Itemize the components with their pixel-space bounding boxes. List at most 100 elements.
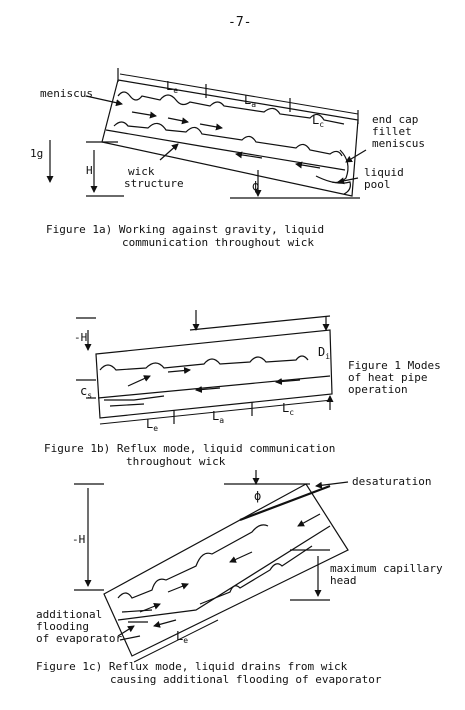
fig1b-side-title-line3: operation bbox=[348, 383, 408, 396]
fig1b-return-arrow bbox=[275, 378, 301, 385]
fig1a-end-cap-fillet bbox=[331, 149, 349, 184]
fig1c-flood-pointer bbox=[117, 625, 135, 637]
fig1b-flow-arrow bbox=[127, 375, 151, 387]
fig1c-desat-pointer bbox=[315, 481, 349, 489]
figure-1a bbox=[46, 68, 367, 199]
fig1c-le-l: L bbox=[176, 629, 183, 643]
fig1a-end-cap-line2: fillet bbox=[372, 125, 412, 138]
fig1a-return-arrow bbox=[295, 161, 321, 169]
fig1a-la-sub: a bbox=[251, 100, 256, 109]
fig1a-gravity-label: 1g bbox=[30, 147, 43, 160]
fig1a-wick-line1: wick bbox=[128, 165, 155, 178]
fig1c-text: ϕ desaturation -H maximum capillary head… bbox=[36, 475, 443, 686]
fig1c-length-dimension bbox=[133, 619, 219, 663]
fig1a-end-cap-line3: meniscus bbox=[372, 137, 425, 150]
fig1b-lc-l: L bbox=[282, 401, 289, 415]
fig1a-lc-label: Lc bbox=[312, 113, 324, 129]
fig1a-liquid-pool bbox=[315, 175, 351, 195]
fig1a-le-l: L bbox=[166, 79, 173, 93]
fig1b-c-sub: s bbox=[87, 391, 92, 400]
fig1a-phi-label: ϕ bbox=[252, 179, 259, 193]
fig1b-la-label: La bbox=[212, 409, 224, 425]
fig1c-desat-label: desaturation bbox=[352, 475, 431, 488]
fig1a-pipe-wall bbox=[101, 79, 359, 197]
fig1c-cap-line2: head bbox=[330, 574, 357, 587]
fig1b-interface bbox=[99, 355, 309, 371]
fig1b-pool bbox=[104, 395, 165, 407]
fig1a-meniscus-pointer bbox=[85, 95, 123, 107]
fig1c-pipe-wall bbox=[103, 483, 349, 657]
figure-1c bbox=[74, 470, 349, 663]
fig1c-desaturation-region bbox=[239, 484, 331, 522]
fig1b-c-c: c bbox=[80, 384, 87, 398]
fig1c-flow-arrow bbox=[139, 602, 161, 613]
fig1b-flow-arrow bbox=[167, 367, 191, 375]
fig1b-pipe-wall bbox=[95, 329, 333, 419]
fig1c-lower-interface bbox=[199, 545, 313, 605]
fig1c-flow-arrow bbox=[167, 582, 189, 593]
fig1b-length-dimension bbox=[99, 399, 333, 425]
fig1a-text: meniscus Le La Lc end cap fillet meniscu… bbox=[30, 79, 425, 249]
fig1a-length-dimension bbox=[119, 73, 359, 115]
fig1b-la-l: L bbox=[212, 409, 219, 423]
fig1c-caption-line1: Figure 1c) Reflux mode, liquid drains fr… bbox=[36, 660, 348, 673]
fig1a-la-label: La bbox=[244, 93, 256, 109]
fig1a-le-label: Le bbox=[166, 79, 178, 95]
fig1b-le-label: Le bbox=[146, 417, 158, 433]
fig1a-meniscus-label: meniscus bbox=[40, 87, 93, 100]
fig1b-wick-line bbox=[97, 375, 331, 399]
fig1a-la-l: L bbox=[244, 93, 251, 107]
fig1c-flood-line1: additional bbox=[36, 608, 102, 621]
fig1a-flow-arrow bbox=[199, 123, 223, 131]
fig1c-pool bbox=[119, 609, 153, 641]
fig1c-flood-line3: of evaporator bbox=[36, 632, 122, 645]
fig1b-text: -H Di cs Le La Lc Figure 1 Modes of heat… bbox=[44, 331, 441, 468]
fig1a-pool-line2: pool bbox=[364, 178, 391, 191]
fig1a-wick-pointer bbox=[159, 143, 179, 161]
fig1b-le-sub: e bbox=[153, 424, 158, 433]
fig1b-le-l: L bbox=[146, 417, 153, 431]
fig1a-return-arrow bbox=[235, 151, 263, 159]
fig1a-caption-line1: Figure 1a) Working against gravity, liqu… bbox=[46, 223, 324, 236]
fig1a-le-sub: e bbox=[173, 86, 178, 95]
fig1c-drain-arrow bbox=[153, 619, 177, 628]
fig1c-wick-line bbox=[117, 525, 331, 621]
page-number: -7- bbox=[228, 15, 251, 30]
fig1a-meniscus-top bbox=[117, 91, 345, 125]
fig1a-pool-line1: liquid bbox=[364, 166, 404, 179]
fig1a-flow-arrow bbox=[131, 111, 157, 119]
figure-1b bbox=[76, 310, 334, 425]
fig1a-meniscus-bottom bbox=[113, 121, 343, 157]
fig1b-return-arrow bbox=[195, 386, 221, 393]
fig1a-wick-line2: structure bbox=[124, 177, 184, 190]
fig1b-ref-line bbox=[189, 315, 331, 331]
fig1a-caption-line2: communication throughout wick bbox=[122, 236, 314, 249]
fig1b-d-label: Di bbox=[318, 345, 330, 361]
fig1c-interface bbox=[117, 524, 269, 599]
fig1c-phi-label: ϕ bbox=[254, 489, 261, 503]
fig1b-lc-label: Lc bbox=[282, 401, 294, 417]
fig1c-le-sub: e bbox=[183, 636, 188, 645]
fig1b-lc-sub: c bbox=[289, 408, 294, 417]
fig1b-side-title-line2: of heat pipe bbox=[348, 371, 427, 384]
fig1a-end-cap-line1: end cap bbox=[372, 113, 418, 126]
fig1b-side-title-line1: Figure 1 Modes bbox=[348, 359, 441, 372]
fig1c-cap-line1: maximum capillary bbox=[330, 562, 443, 575]
fig1c-h-label: -H bbox=[72, 533, 85, 546]
fig1a-lc-sub: c bbox=[319, 120, 324, 129]
fig1a-end-cap-pointer bbox=[345, 149, 367, 163]
fig1b-d-d: D bbox=[318, 345, 325, 359]
fig1b-caption-line2: throughout wick bbox=[126, 455, 226, 468]
fig1c-return-arrow bbox=[229, 551, 253, 563]
fig1c-caption-line2: causing additional flooding of evaporato… bbox=[110, 673, 382, 686]
fig1b-c-label: cs bbox=[80, 384, 92, 400]
fig1c-le-label: Le bbox=[176, 629, 188, 645]
fig1c-flood-line2: flooding bbox=[36, 620, 89, 633]
fig1a-h-label: H bbox=[86, 164, 93, 177]
fig1b-d-sub: i bbox=[325, 352, 330, 361]
fig1a-pool-pointer bbox=[337, 177, 359, 185]
fig1b-caption-line1: Figure 1b) Reflux mode, liquid communica… bbox=[44, 442, 335, 455]
fig1b-h-label: -H bbox=[74, 331, 87, 344]
fig1a-flow-arrow bbox=[167, 117, 189, 125]
